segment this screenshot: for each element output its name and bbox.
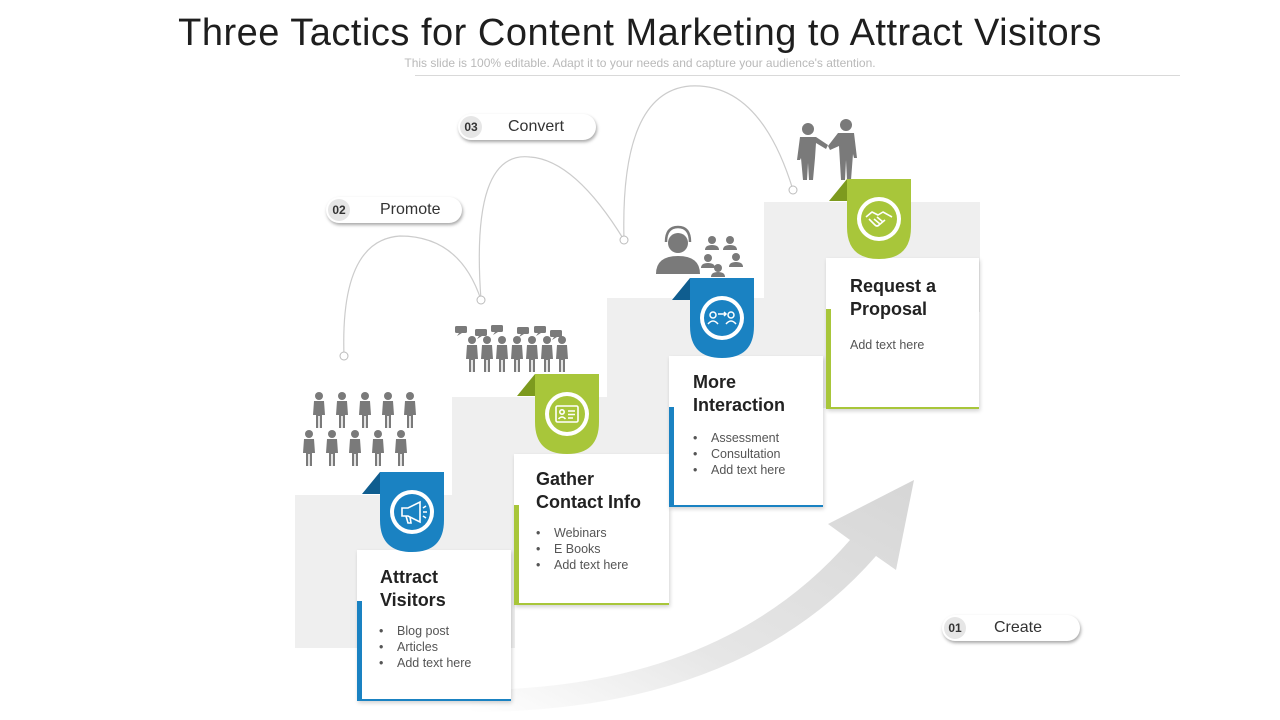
tag-attract <box>362 472 444 552</box>
tag-interaction <box>672 278 754 358</box>
tag-proposal <box>829 179 911 259</box>
tag-gather <box>517 374 599 454</box>
